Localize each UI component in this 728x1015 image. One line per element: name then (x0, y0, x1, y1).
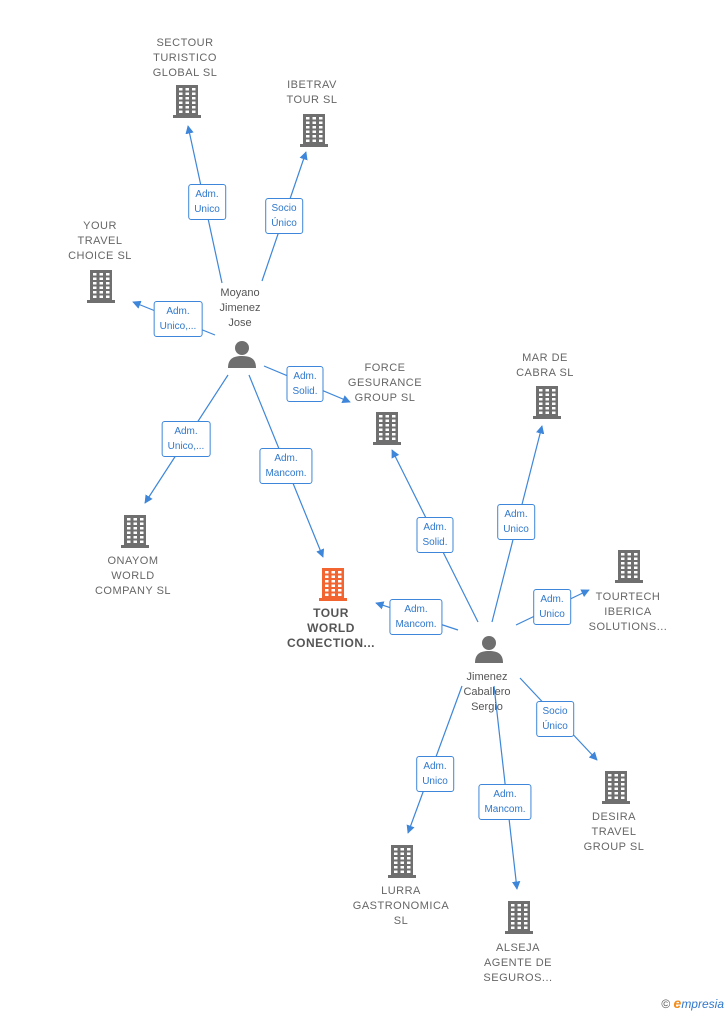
relation-label-moyano-ibetrav[interactable]: Socio Único (265, 198, 303, 234)
company-label-tourworld[interactable]: TOUR WORLD CONECTION... (286, 606, 376, 650)
relation-label-jimenez-tourworld[interactable]: Adm. Mancom. (389, 599, 443, 635)
company-label-force[interactable]: FORCE GESURANCE GROUP SL (347, 362, 423, 404)
company-label-onayom[interactable]: ONAYOM WORLD COMPANY SL (94, 555, 172, 597)
relation-label-jimenez-alseja[interactable]: Adm. Mancom. (478, 784, 532, 820)
relation-label-moyano-sectour[interactable]: Adm. Unico (188, 184, 226, 220)
relation-label-jimenez-desira[interactable]: Socio Único (536, 701, 574, 737)
company-label-tourtech[interactable]: TOURTECH IBERICA SOLUTIONS... (588, 591, 668, 633)
company-label-alseja[interactable]: ALSEJA AGENTE DE SEGUROS... (483, 942, 553, 984)
footer-brand[interactable]: © empresia (661, 995, 724, 1011)
company-label-sectour[interactable]: SECTOUR TURISTICO GLOBAL SL (152, 37, 218, 79)
building-icon-sectour[interactable] (172, 84, 202, 123)
building-icon-force[interactable] (372, 411, 402, 450)
copyright-icon: © (661, 997, 671, 1011)
building-icon-lurra[interactable] (387, 844, 417, 883)
relation-label-moyano-yourtravel[interactable]: Adm. Unico,... (153, 301, 203, 337)
relation-label-jimenez-marcabra[interactable]: Adm. Unico (497, 504, 535, 540)
person-icon-jimenez[interactable] (474, 634, 504, 669)
relation-label-moyano-force[interactable]: Adm. Solid. (286, 366, 324, 402)
brand-logo-initial: e (673, 995, 682, 1011)
building-icon-tourworld[interactable] (318, 567, 348, 606)
company-label-marcabra[interactable]: MAR DE CABRA SL (516, 352, 574, 379)
company-label-lurra[interactable]: LURRA GASTRONOMICA SL (352, 885, 450, 927)
relation-label-jimenez-tourtech[interactable]: Adm. Unico (533, 589, 571, 625)
building-icon-marcabra[interactable] (532, 385, 562, 424)
building-icon-alseja[interactable] (504, 900, 534, 939)
building-icon-desira[interactable] (601, 770, 631, 809)
building-icon-tourtech[interactable] (614, 549, 644, 588)
building-icon-onayom[interactable] (120, 514, 150, 553)
relation-label-jimenez-force[interactable]: Adm. Solid. (416, 517, 454, 553)
person-icon-moyano[interactable] (227, 339, 257, 374)
brand-name: mpresia (681, 997, 724, 1011)
company-label-ibetrav[interactable]: IBETRAV TOUR SL (286, 79, 338, 106)
person-label-jimenez[interactable]: Jimenez Caballero Sergio (463, 671, 511, 713)
relation-label-jimenez-lurra[interactable]: Adm. Unico (416, 756, 454, 792)
company-label-desira[interactable]: DESIRA TRAVEL GROUP SL (583, 811, 645, 853)
relation-label-moyano-onayom[interactable]: Adm. Unico,... (161, 421, 211, 457)
building-icon-yourtravel[interactable] (86, 269, 116, 308)
person-label-moyano[interactable]: Moyano Jimenez Jose (219, 287, 261, 329)
company-label-yourtravel[interactable]: YOUR TRAVEL CHOICE SL (68, 220, 132, 262)
building-icon-ibetrav[interactable] (299, 113, 329, 152)
relation-label-moyano-tourworld[interactable]: Adm. Mancom. (259, 448, 313, 484)
